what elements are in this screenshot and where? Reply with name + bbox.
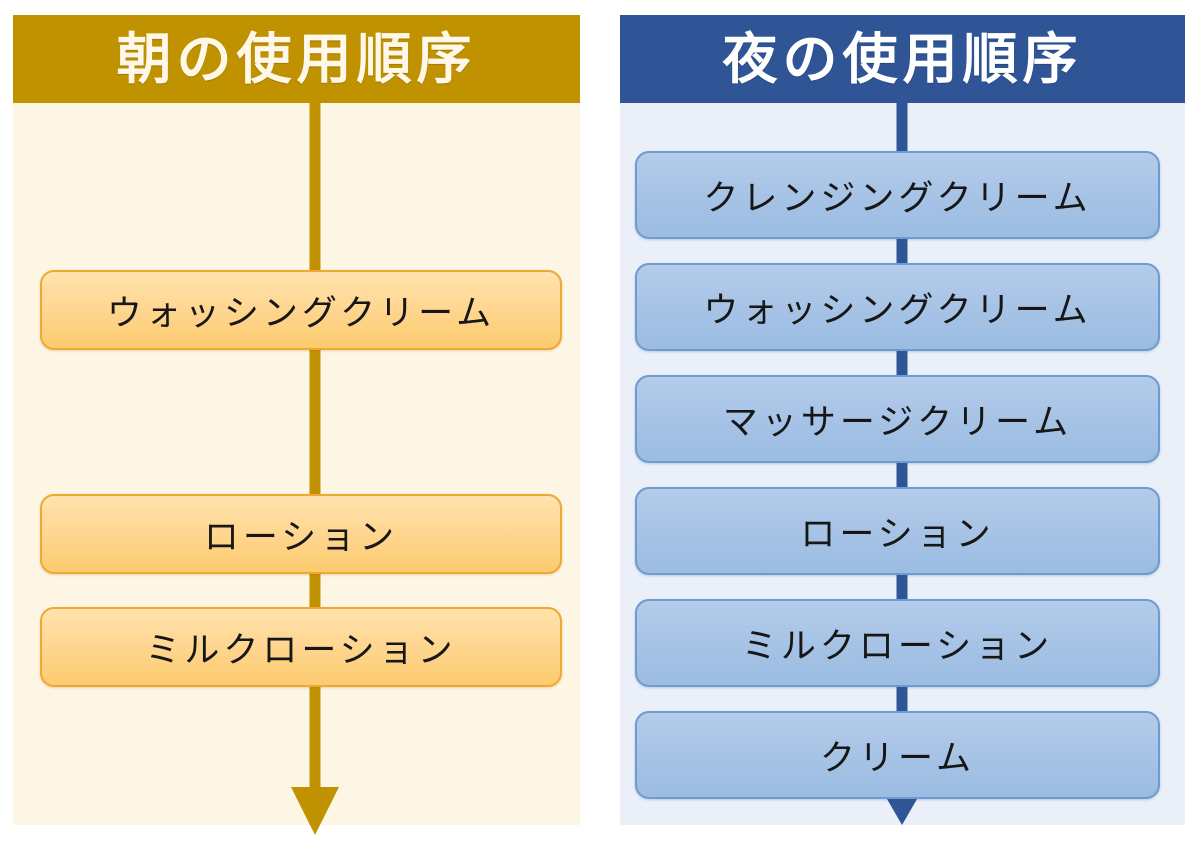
morning-step-label: ローション <box>203 517 399 558</box>
panel-morning-header: 朝の使用順序 <box>13 15 580 103</box>
morning-step-box[interactable]: ミルクローション <box>40 607 562 687</box>
morning-steps-layer: ウォッシングクリーム ローション ミルクローション <box>13 103 580 825</box>
panel-night-routine: 夜の使用順序 クレンジングクリーム ウォッシングクリーム マッサージクリーム ロ… <box>620 15 1185 825</box>
night-step-label: ローション <box>800 514 995 555</box>
panel-night-title: 夜の使用順序 <box>722 26 1083 91</box>
night-step-label: マッサージクリーム <box>722 402 1073 443</box>
night-step-box[interactable]: ローション <box>635 487 1160 575</box>
night-step-label: ウォッシングクリーム <box>703 290 1092 331</box>
morning-step-label: ミルクローション <box>145 630 457 671</box>
night-step-label: クリーム <box>820 738 975 779</box>
night-step-box[interactable]: ミルクローション <box>635 599 1160 687</box>
morning-step-box[interactable]: ウォッシングクリーム <box>40 270 562 350</box>
night-step-box[interactable]: クリーム <box>635 711 1160 799</box>
morning-step-label: ウォッシングクリーム <box>106 293 496 334</box>
night-step-label: クレンジングクリーム <box>703 178 1092 219</box>
morning-down-arrow-icon <box>291 787 339 835</box>
panel-morning-title: 朝の使用順序 <box>116 26 477 91</box>
morning-step-box[interactable]: ローション <box>40 494 562 574</box>
panel-night-header: 夜の使用順序 <box>620 15 1185 103</box>
night-step-label: ミルクローション <box>741 626 1054 667</box>
night-step-box[interactable]: クレンジングクリーム <box>635 151 1160 239</box>
panel-morning-routine: 朝の使用順序 ウォッシングクリーム ローション ミルクローション <box>13 15 580 835</box>
night-step-box[interactable]: ウォッシングクリーム <box>635 263 1160 351</box>
morning-flow-connector-line <box>309 103 321 803</box>
night-steps-layer: クレンジングクリーム ウォッシングクリーム マッサージクリーム ローション ミル… <box>620 103 1185 825</box>
night-step-box[interactable]: マッサージクリーム <box>635 375 1160 463</box>
